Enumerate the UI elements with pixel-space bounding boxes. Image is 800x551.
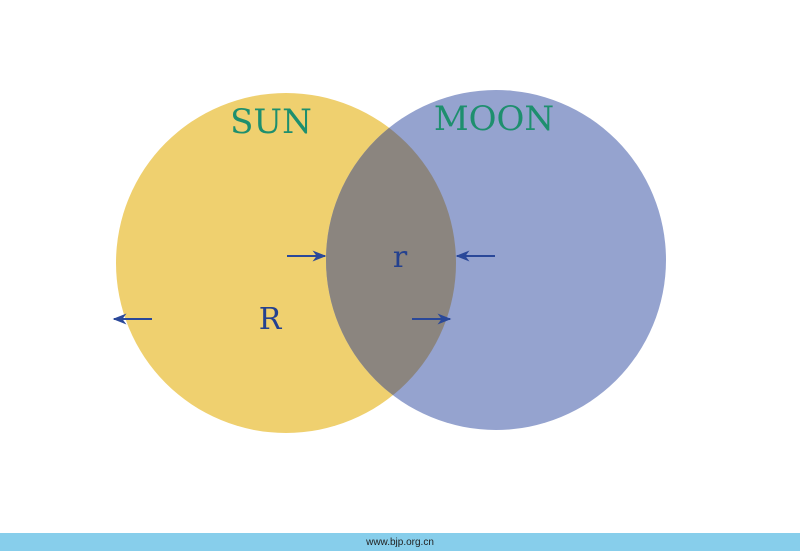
small-radius-label: r xyxy=(393,240,408,275)
moon-label: MOON xyxy=(434,99,554,139)
venn-diagram: SUN MOON r R xyxy=(112,90,666,433)
footer-bar: www.bjp.org.cn xyxy=(0,533,800,551)
overlap-region xyxy=(326,93,456,430)
sun-label: SUN xyxy=(230,102,312,142)
footer-url: www.bjp.org.cn xyxy=(366,536,434,548)
big-radius-label: R xyxy=(259,302,283,337)
